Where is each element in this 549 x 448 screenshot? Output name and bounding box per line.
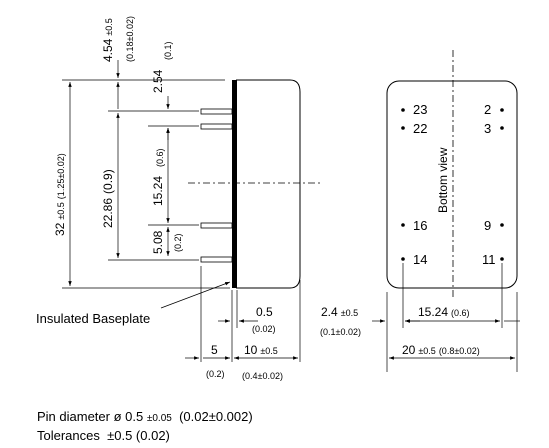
pin-dot [500, 108, 504, 112]
pin-dot [500, 126, 504, 130]
pin-dot [401, 126, 405, 130]
pin-diameter-inch: (0.02±0.002) [179, 409, 253, 424]
dim-body-depth-inch: (0.4±0.02) [242, 371, 283, 381]
pin [200, 108, 233, 115]
bottom-view-title: Bottom view [436, 147, 450, 213]
dim-pin-pitch-inch: (0.6) [155, 148, 165, 167]
pins-side [200, 108, 233, 263]
drawing-notes: Pin diameter ø 0.5 ±0.05 (0.02±0.002) To… [37, 408, 253, 444]
pin-diameter-label: Pin diameter ø [37, 409, 122, 424]
tolerances-label: Tolerances [37, 428, 100, 443]
pin-diameter-note: Pin diameter ø 0.5 ±0.05 (0.02±0.002) [37, 408, 253, 427]
dim-first-pin: 2.54 [151, 69, 165, 93]
dim-edge-offset: 2.4±0.5 [321, 305, 358, 319]
dim-body-depth: 10±0.5 [244, 343, 278, 357]
baseplate-label: Insulated Baseplate [36, 311, 150, 326]
dim-bottom-pin: 5.08 [151, 230, 165, 254]
dim-pin-length-inch: (0.2) [206, 369, 225, 379]
dim-baseplate-thickness-inch: (0.02) [252, 324, 276, 334]
pin-label-right: 9 [484, 218, 491, 233]
bottom-view: Bottom view 23 22 16 14 2 3 9 11 2.4±0.5… [320, 50, 520, 372]
pin-dot [500, 257, 504, 261]
insulated-baseplate [232, 80, 237, 288]
dim-pin-pitch: 15.24 [151, 176, 165, 206]
pin [200, 222, 233, 229]
pin-dot [500, 223, 504, 227]
pin-diameter-value: 0.5 [125, 409, 144, 424]
pin-diameter-tol: ±0.05 [146, 413, 172, 424]
pin-label-left: 23 [413, 102, 427, 117]
dim-baseplate-thickness: 0.5 [256, 305, 273, 319]
pin-dot [401, 223, 405, 227]
side-view: 32±0.5(1.25±0.02) 22.86(0.9) 4.54±0.5 (0… [36, 16, 322, 381]
dim-top-offset: 4.54±0.5 [101, 18, 115, 62]
dim-width: 20±0.5(0.8±0.02) [402, 343, 480, 357]
module-outline-bottom [386, 80, 518, 289]
module-body [236, 79, 301, 289]
dim-top-offset-inch: (0.18±0.02) [125, 16, 135, 62]
pin-label-left: 14 [413, 252, 427, 267]
pin-label-right: 3 [484, 121, 491, 136]
dim-pin-span: 22.86(0.9) [101, 169, 115, 228]
tolerances-note: Tolerances ±0.5 (0.02) [37, 427, 253, 444]
dim-first-pin-inch: (0.1) [163, 41, 173, 60]
dim-pin-length: 5 [211, 343, 218, 357]
pin-label-left: 22 [413, 121, 427, 136]
tolerances-value: ±0.5 (0.02) [107, 428, 170, 443]
dim-height-total: 32±0.5(1.25±0.02) [53, 153, 67, 236]
pin-dot [401, 257, 405, 261]
pin-dot [401, 108, 405, 112]
pin [200, 123, 233, 130]
pin-label-right: 2 [484, 102, 491, 117]
pin-label-left: 16 [413, 218, 427, 233]
dim-bottom-pin-inch: (0.2) [173, 233, 183, 252]
pin [200, 256, 233, 263]
dim-pin-row-spacing: 15.24(0.6) [418, 305, 470, 319]
dim-edge-offset-inch: (0.1±0.02) [320, 327, 361, 337]
pin-label-right: 11 [482, 252, 496, 267]
